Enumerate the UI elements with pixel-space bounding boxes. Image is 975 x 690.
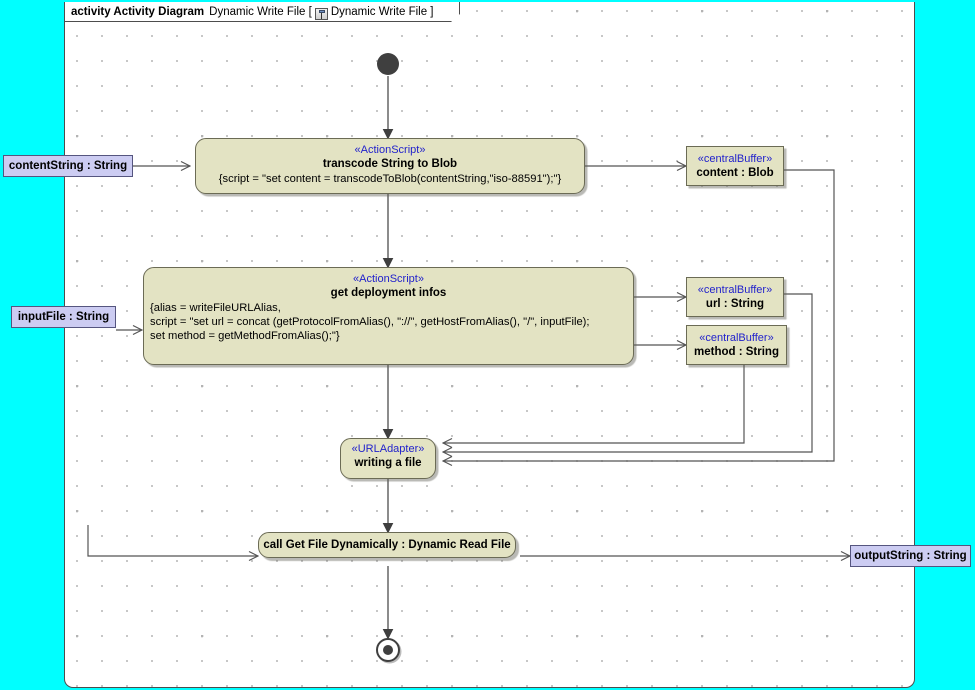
activity-diagram-icon	[315, 8, 328, 20]
action-script-body: {alias = writeFileURLAlias, script = "se…	[150, 302, 590, 342]
parameter-label: contentString : String	[8, 160, 128, 172]
central-buffer-method[interactable]: «centralBuffer» method : String	[686, 325, 787, 365]
frame-inner-name: Dynamic Write File ]	[330, 5, 434, 18]
action-transcode-string-to-blob[interactable]: «ActionScript» transcode String to Blob …	[195, 138, 585, 194]
action-title: transcode String to Blob	[322, 158, 458, 170]
action-stereotype: «ActionScript»	[354, 144, 426, 156]
activity-parameter-outputstring[interactable]: outputString : String	[850, 545, 971, 567]
action-url-adapter-writing-a-file[interactable]: «URLAdapter» writing a file	[340, 438, 436, 479]
call-action-label: call Get File Dynamically : Dynamic Read…	[263, 539, 511, 551]
buffer-label: content : Blob	[696, 166, 774, 179]
buffer-label: method : String	[694, 345, 779, 358]
central-buffer-url[interactable]: «centralBuffer» url : String	[686, 277, 784, 317]
buffer-stereotype: «centralBuffer»	[699, 331, 774, 344]
action-script-body: {script = "set content = transcodeToBlob…	[218, 173, 562, 185]
activity-parameter-contentstring[interactable]: contentString : String	[3, 155, 133, 177]
action-get-deployment-infos[interactable]: «ActionScript» get deployment infos {ali…	[143, 267, 634, 365]
action-stereotype: «URLAdapter»	[351, 443, 425, 455]
central-buffer-content[interactable]: «centralBuffer» content : Blob	[686, 146, 784, 186]
activity-final-inner	[383, 645, 393, 655]
buffer-stereotype: «centralBuffer»	[697, 152, 773, 165]
buffer-stereotype: «centralBuffer»	[697, 283, 773, 296]
frame-title-tab: activity Activity Diagram Dynamic Write …	[64, 2, 460, 22]
action-title: get deployment infos	[330, 287, 447, 299]
call-behavior-action-get-file-dynamically[interactable]: call Get File Dynamically : Dynamic Read…	[258, 532, 519, 561]
activity-parameter-inputfile[interactable]: inputFile : String	[11, 306, 116, 328]
action-stereotype: «ActionScript»	[353, 273, 424, 285]
parameter-label: inputFile : String	[17, 311, 110, 323]
initial-node[interactable]	[377, 53, 399, 75]
activity-final-node[interactable]	[376, 638, 400, 662]
buffer-label: url : String	[705, 297, 765, 310]
frame-name: Dynamic Write File [	[209, 5, 312, 18]
frame-keyword: activity Activity Diagram	[71, 5, 205, 18]
action-title: writing a file	[354, 457, 422, 469]
parameter-label: outputString : String	[854, 550, 967, 562]
